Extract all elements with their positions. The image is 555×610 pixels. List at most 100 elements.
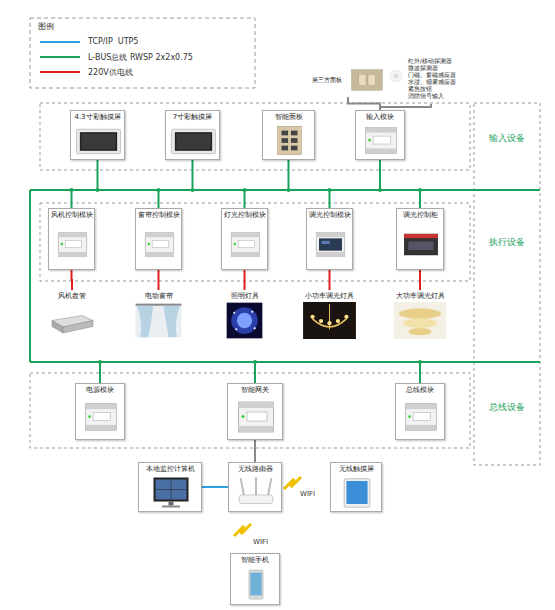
node-label: 小功率调光灯具: [300, 292, 359, 300]
legend-line: [40, 41, 80, 43]
node-label: 照明灯具: [216, 292, 273, 300]
device-box: 4.3寸彩触摸屏: [70, 110, 125, 160]
node-label: 总线模块: [396, 386, 444, 394]
device-box: 电源模块: [75, 383, 125, 440]
device-item: 红外/移动探测器 微波探测器 门磁、窗磁感应器 水浸、烟雾感应器 紧急按钮 消防…: [386, 58, 476, 104]
node-label: 无线路由器: [229, 465, 281, 473]
device-icon: [234, 566, 278, 603]
annotation-label: 图例: [38, 21, 54, 32]
connector-line: [158, 270, 160, 290]
device-box: 输入模块: [355, 110, 405, 160]
legend-text: 220V供电线: [88, 67, 133, 78]
device-box: 智能手机: [230, 553, 280, 605]
node-label: 电动窗帘: [130, 292, 187, 300]
input-band: [40, 103, 470, 170]
device-box: 本地监控计算机: [138, 462, 202, 512]
connector-line: [254, 440, 256, 462]
device-box: 灯光控制模块: [221, 208, 268, 270]
device-item: 电动窗帘: [130, 290, 187, 342]
device-icon: [139, 221, 180, 268]
node-label: 7寸彩触摸屏: [166, 113, 219, 121]
legend-line: [40, 56, 80, 58]
annotation-label: 执行设备: [476, 236, 538, 249]
device-icon: [359, 123, 403, 158]
device-icon: [47, 302, 97, 339]
node-label: 风机控制模块: [49, 211, 94, 219]
node-label: 灯光控制模块: [222, 211, 267, 219]
device-box: 智能面板: [262, 110, 315, 160]
node-label: 智能手机: [231, 556, 279, 564]
device-icon: [142, 475, 200, 510]
node-label: 智能面板: [263, 113, 314, 121]
node-label: 调光控制柜: [397, 211, 443, 219]
legend-text: TCP/IP UTP5: [88, 37, 138, 46]
node-label: 调光控制模块: [307, 211, 352, 219]
device-box: 无线路由器: [228, 462, 282, 512]
legend-text: L-BUS总线 RWSP 2x2x0.75: [88, 52, 193, 63]
node-label: 输入模块: [356, 113, 404, 121]
l-bus-line: [30, 160, 540, 383]
annotation-label: WIFI: [253, 538, 268, 546]
device-box: 7寸彩触摸屏: [165, 110, 220, 160]
connector-line: [348, 97, 380, 110]
node-label: 智能网关: [228, 386, 282, 394]
device-icon: [399, 396, 443, 438]
device-icon: [334, 475, 380, 510]
device-icon: [400, 221, 442, 268]
connector-line: [419, 270, 421, 290]
node-label: 无线触摸屏: [331, 465, 381, 473]
device-box: 窗帘控制模块: [135, 208, 182, 270]
execute-band: [40, 203, 470, 281]
device-icon: [303, 302, 356, 339]
annotation-label: 输入设备: [476, 132, 538, 145]
device-box: 无线触摸屏: [330, 462, 382, 512]
device-icon: [133, 302, 184, 339]
device-box: 总线模块: [395, 383, 445, 440]
device-box: 调光控制柜: [396, 208, 444, 270]
connector-line: [244, 270, 246, 290]
category-column: [474, 103, 540, 465]
node-label: 大功率调光灯具: [390, 292, 450, 300]
device-item: 照明灯具: [216, 290, 273, 342]
device-item: 风机盘管: [44, 290, 100, 342]
annotation-label: WIFI: [300, 490, 315, 498]
node-label: 本地监控计算机: [139, 465, 201, 473]
legend-frame: [30, 18, 255, 88]
node-label: 窗帘控制模块: [136, 211, 181, 219]
device-icon: [393, 302, 447, 339]
device-icon: [386, 64, 406, 88]
node-label: 电源模块: [76, 386, 124, 394]
device-box: 智能网关: [227, 383, 283, 440]
wifi-symbol: [234, 524, 251, 536]
connector-line: [202, 486, 228, 488]
device-icon: [225, 221, 266, 268]
node-label: 红外/移动探测器 微波探测器 门磁、窗磁感应器 水浸、烟雾感应器 紧急按钮 消防…: [408, 58, 476, 100]
wifi-symbol: [284, 477, 301, 489]
device-icon: [266, 123, 313, 158]
legend-line: [40, 71, 80, 73]
device-item: 小功率调光灯具: [300, 290, 359, 342]
device-icon: [310, 221, 351, 268]
node-label: 第三方面板: [312, 76, 350, 84]
device-icon: [52, 221, 93, 268]
node-label: 4.3寸彩触摸屏: [71, 113, 124, 121]
device-box: 风机控制模块: [48, 208, 95, 270]
bus-band: [30, 373, 470, 448]
node-label: 风机盘管: [44, 292, 100, 300]
device-item: 大功率调光灯具: [390, 290, 450, 342]
device-icon: [74, 123, 123, 158]
device-icon: [169, 123, 218, 158]
device-icon: [231, 396, 281, 438]
device-box: 调光控制模块: [306, 208, 353, 270]
device-icon: [219, 302, 270, 339]
connector-line: [329, 270, 331, 290]
connector-line: [71, 270, 74, 290]
device-icon: [79, 396, 123, 438]
device-icon: [350, 63, 384, 97]
device-icon: [232, 475, 280, 510]
device-item: 第三方面板: [312, 63, 384, 97]
bus-junction: [70, 188, 423, 364]
